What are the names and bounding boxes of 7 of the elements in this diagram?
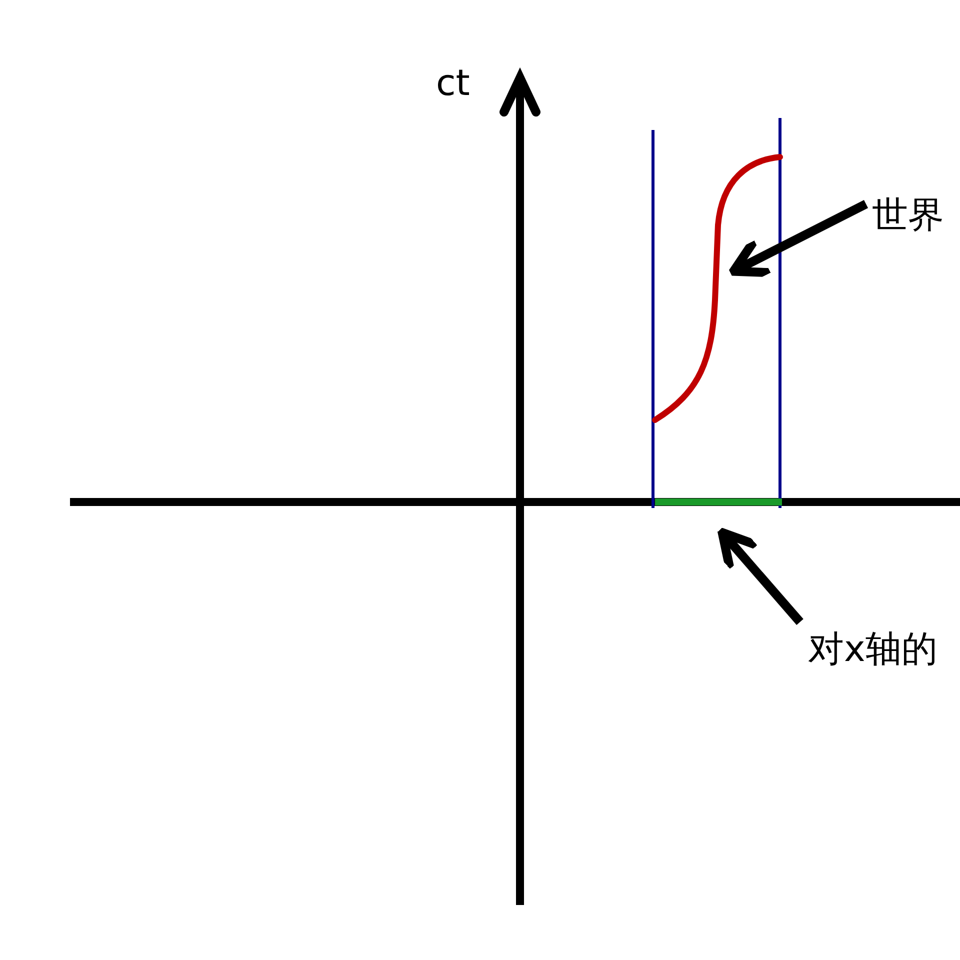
annotation-text: 对x轴的 — [808, 629, 938, 670]
worldline-curve — [652, 154, 783, 423]
axis-label: ct — [436, 62, 470, 106]
projection-segment — [655, 498, 782, 506]
leader-arrow — [729, 200, 868, 278]
leader-arrow — [718, 528, 804, 625]
annotation-text: 世界 — [872, 195, 944, 236]
